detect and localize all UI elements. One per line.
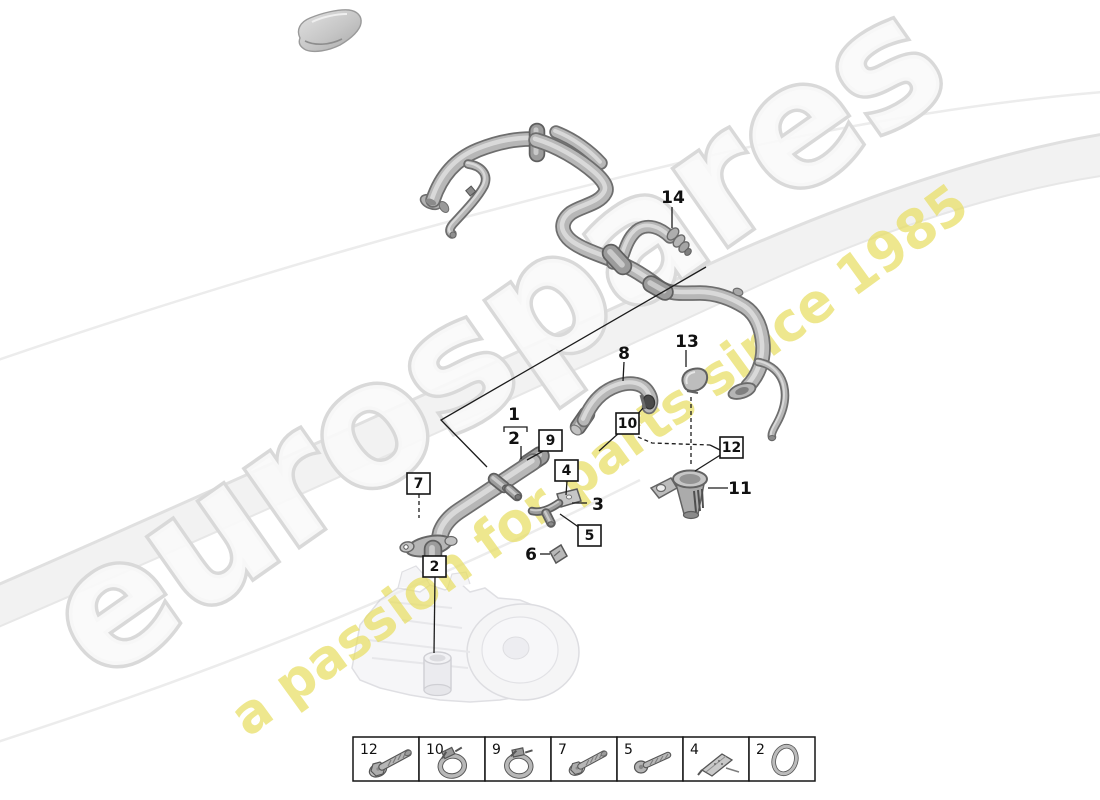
callout-8: 8	[618, 344, 630, 364]
callout-box-7-label: 7	[414, 476, 424, 492]
hose-clip	[465, 185, 477, 197]
pipe-flange-right	[727, 382, 757, 400]
pipe-nub	[732, 287, 744, 297]
legend-num-4: 4	[690, 742, 699, 758]
legend-num-9: 9	[492, 742, 501, 758]
callout-6: 6	[525, 545, 537, 565]
callout-box-4: 4	[554, 459, 579, 482]
callout-box-9-label: 9	[546, 433, 556, 449]
hose-assembly	[399, 122, 790, 576]
callout-13: 13	[675, 332, 699, 352]
engine-port-part-2	[423, 651, 452, 697]
callout-1: 1	[508, 405, 520, 425]
legend-cell: 9	[484, 736, 552, 782]
clip-part-6	[549, 543, 568, 565]
callout-box-4-label: 4	[562, 463, 572, 479]
callout-box-5: 5	[577, 524, 602, 547]
legend-strip: 12 10 9 7 5 4 2	[352, 736, 816, 782]
legend-cell: 2	[748, 736, 816, 782]
funnel-part-11	[649, 469, 708, 520]
legend-cell: 5	[616, 736, 684, 782]
callout-box-7: 7	[406, 472, 431, 495]
callout-box-10: 10	[615, 412, 640, 435]
cap-part-13	[681, 367, 709, 394]
callout-11: 11	[728, 479, 752, 499]
callout-2-bracket: 2	[508, 429, 520, 449]
callout-14: 14	[661, 188, 685, 208]
callout-box-5-label: 5	[585, 528, 595, 544]
car-silhouette	[297, 9, 362, 53]
legend-num-10: 10	[426, 742, 444, 758]
engine-block	[351, 565, 580, 703]
legend-num-12: 12	[360, 742, 378, 758]
legend-cell: 4	[682, 736, 750, 782]
legend-num-2: 2	[756, 742, 765, 758]
callout-box-9: 9	[538, 429, 563, 452]
callout-3: 3	[592, 495, 604, 515]
legend-cell: 12	[352, 736, 420, 781]
callout-box-12: 12	[719, 436, 744, 459]
callout-box-10-label: 10	[618, 416, 638, 432]
legend-cell: 7	[550, 736, 618, 782]
callout-box-2: 2	[422, 555, 447, 578]
bellows-fitting-14	[666, 227, 692, 256]
hose-8-clamp	[639, 394, 647, 410]
callouts: 1 2 3 6 8 11 13 14 7 2 9 4 5 10	[406, 188, 752, 578]
bracket-1-2	[503, 426, 528, 432]
legend-num-5: 5	[624, 742, 633, 758]
callout-box-2-label: 2	[430, 559, 440, 575]
legend-num-7: 7	[558, 742, 567, 758]
callout-box-12-label: 12	[722, 440, 741, 456]
legend-cell: 10	[418, 736, 486, 782]
bracket-part-3	[527, 488, 582, 528]
